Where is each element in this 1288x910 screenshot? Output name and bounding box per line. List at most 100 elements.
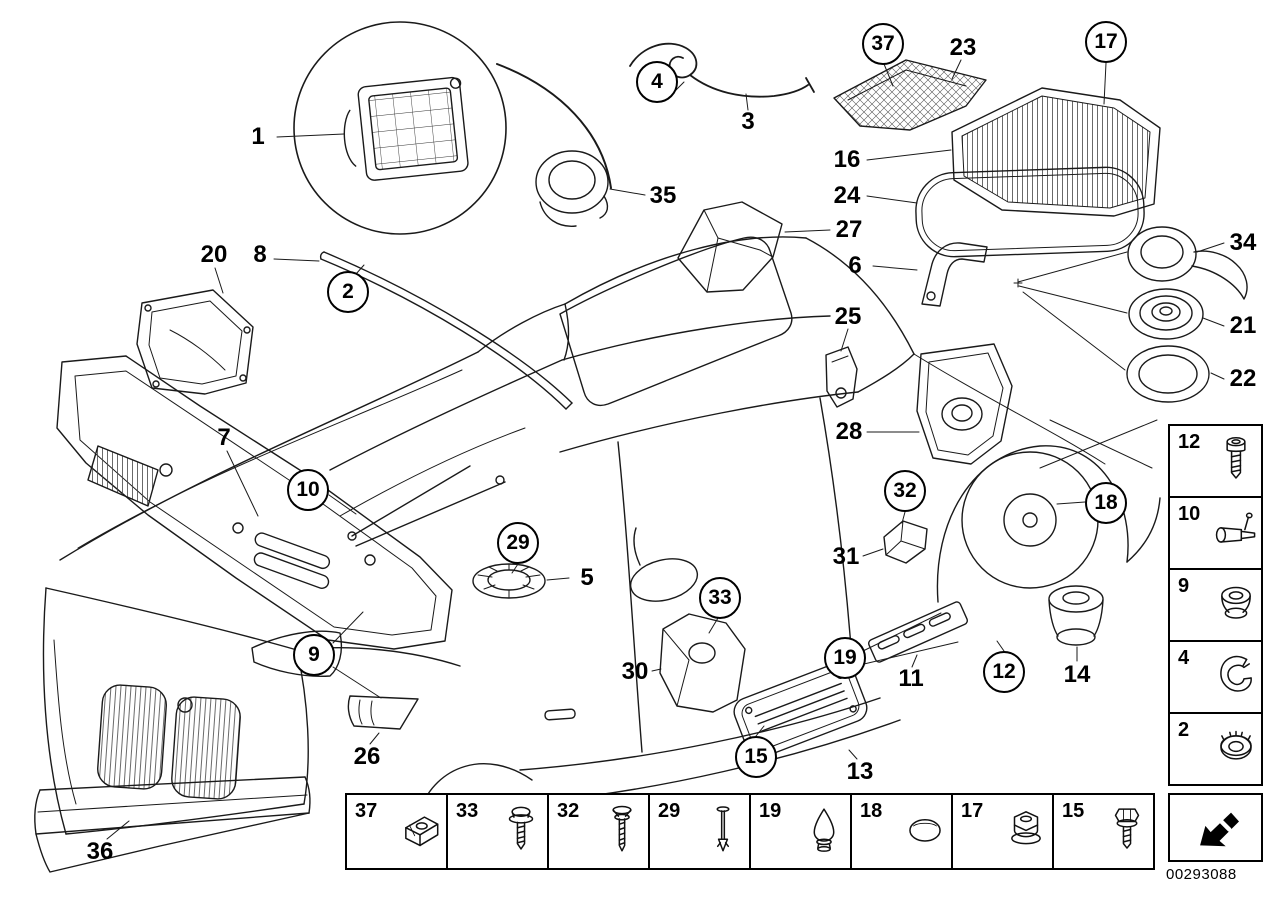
legend-item-2[interactable]: 2 <box>1168 712 1263 786</box>
callout-24[interactable]: 24 <box>833 182 861 209</box>
part-31-clip-block <box>883 520 928 564</box>
legend-number: 37 <box>355 800 378 822</box>
cover-cap-icon <box>902 802 948 861</box>
part-6-bracket <box>921 242 988 307</box>
car-body-outline <box>42 236 1161 835</box>
part-27-bracket <box>677 201 783 293</box>
legend-item-4[interactable]: 4 <box>1168 640 1263 714</box>
callout-31[interactable]: 31 <box>832 543 860 570</box>
legend-number: 29 <box>658 800 681 822</box>
part-3-hose <box>629 42 815 98</box>
flange-nut-icon <box>1003 802 1049 861</box>
callout-9[interactable]: 9 <box>293 634 335 676</box>
callout-14[interactable]: 14 <box>1063 661 1091 688</box>
legend-number: 9 <box>1178 575 1190 597</box>
legend-number: 15 <box>1062 800 1085 822</box>
callout-32[interactable]: 32 <box>884 470 926 512</box>
callout-6[interactable]: 6 <box>848 252 862 279</box>
callout-7[interactable]: 7 <box>217 424 231 451</box>
leader-lines <box>106 59 1225 840</box>
callout-33[interactable]: 33 <box>699 577 741 619</box>
legend-item-10[interactable]: 10 <box>1168 496 1263 570</box>
callout-12[interactable]: 12 <box>983 651 1025 693</box>
legend-number: 10 <box>1178 503 1201 525</box>
washer-screw-icon <box>498 802 544 861</box>
retaining-clip-icon <box>1213 648 1259 707</box>
callout-29[interactable]: 29 <box>497 522 539 564</box>
legend-number: 32 <box>557 800 580 822</box>
callout-8[interactable]: 8 <box>253 241 267 268</box>
callout-25[interactable]: 25 <box>834 303 862 330</box>
legend-item-19[interactable]: 19 <box>749 793 852 870</box>
legend-number: 2 <box>1178 719 1190 741</box>
legend-item-15[interactable]: 15 <box>1052 793 1155 870</box>
legend-item-18[interactable]: 18 <box>850 793 953 870</box>
part-28-insulation-panel <box>916 343 1013 465</box>
legend-item-32[interactable]: 32 <box>547 793 650 870</box>
part-1-fresh-air-grille <box>343 76 469 181</box>
callout-21[interactable]: 21 <box>1229 312 1257 339</box>
callout-36[interactable]: 36 <box>86 838 114 865</box>
callout-37[interactable]: 37 <box>862 23 904 65</box>
sealing-grommet-icon <box>1213 576 1259 635</box>
callout-15[interactable]: 15 <box>735 736 777 778</box>
part-23-partition-panel <box>833 59 987 131</box>
callout-26[interactable]: 26 <box>353 743 381 770</box>
callout-3[interactable]: 3 <box>741 108 755 135</box>
callout-16[interactable]: 16 <box>833 146 861 173</box>
legend-number: 12 <box>1178 431 1201 453</box>
callout-34[interactable]: 34 <box>1229 229 1257 256</box>
part-25-strap <box>825 346 858 408</box>
expansion-rivet-icon <box>1213 504 1259 563</box>
document-number: 00293088 <box>1166 866 1237 883</box>
callout-23[interactable]: 23 <box>949 34 977 61</box>
legend-item-9[interactable]: 9 <box>1168 568 1263 642</box>
part-26-trim-piece <box>347 695 419 730</box>
direction-arrow-icon <box>1193 798 1239 857</box>
legend-number: 17 <box>961 800 984 822</box>
fastener-legend-row: 37 33 32 29 19 18 17 15 <box>345 793 1155 870</box>
round-grommet-icon <box>1213 720 1259 779</box>
legend-item-29[interactable]: 29 <box>648 793 751 870</box>
part-34-grommet-with-spout <box>1127 226 1248 300</box>
part-20-insulation-pad <box>136 289 254 395</box>
callout-28[interactable]: 28 <box>835 418 863 445</box>
part-22-sealing-ring <box>1126 345 1210 403</box>
part-5-grommet <box>472 563 546 599</box>
part-11-sill-rail <box>868 601 968 663</box>
callout-20[interactable]: 20 <box>200 241 228 268</box>
direction-marker-box <box>1168 793 1263 862</box>
expansion-pin-icon <box>700 802 746 861</box>
callout-35[interactable]: 35 <box>649 182 677 209</box>
tapping-screw-icon <box>599 802 645 861</box>
callout-19[interactable]: 19 <box>824 637 866 679</box>
part-16-luggage-tray <box>951 87 1161 217</box>
part-7-cowl-panel <box>56 355 506 650</box>
legend-number: 18 <box>860 800 883 822</box>
part-21-sealing-cap <box>1128 288 1204 340</box>
part-14-plug-grommet <box>1048 585 1104 646</box>
legend-item-12[interactable]: 12 <box>1168 424 1263 498</box>
part-36-bumper-carrier <box>34 776 311 873</box>
part-24-seal <box>915 166 1145 258</box>
callout-10[interactable]: 10 <box>287 469 329 511</box>
callout-17[interactable]: 17 <box>1085 21 1127 63</box>
callout-5[interactable]: 5 <box>580 564 594 591</box>
legend-item-33[interactable]: 33 <box>446 793 549 870</box>
callout-22[interactable]: 22 <box>1229 365 1257 392</box>
callout-1[interactable]: 1 <box>251 123 265 150</box>
legend-number: 4 <box>1178 647 1190 669</box>
callout-27[interactable]: 27 <box>835 216 863 243</box>
callout-11[interactable]: 11 <box>898 665 924 692</box>
callout-30[interactable]: 30 <box>621 658 649 685</box>
callout-18[interactable]: 18 <box>1085 482 1127 524</box>
legend-item-37[interactable]: 37 <box>345 793 448 870</box>
part-30-bracket <box>659 613 746 713</box>
callout-13[interactable]: 13 <box>846 758 874 785</box>
callout-2[interactable]: 2 <box>327 271 369 313</box>
part-35-air-duct <box>535 150 609 227</box>
hex-bolt-icon <box>1104 802 1150 861</box>
legend-item-17[interactable]: 17 <box>951 793 1054 870</box>
callout-4[interactable]: 4 <box>636 61 678 103</box>
